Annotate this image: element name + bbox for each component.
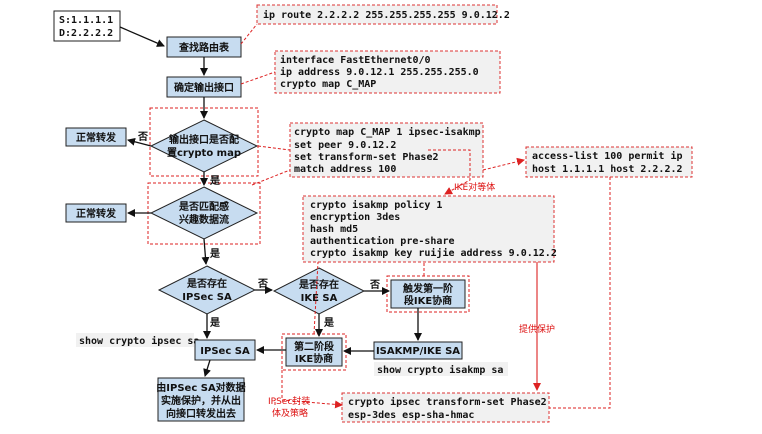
crypto-map-config-line: match address 100 [294, 164, 396, 175]
transform-config-line: esp-3des esp-sha-hmac [348, 410, 474, 421]
final-action-label: 由IPSec SA对数据 [156, 381, 245, 394]
flow-arrow [201, 238, 210, 265]
normal-forward-box-2 [65, 203, 127, 223]
interesting-traffic-decision [149, 186, 259, 240]
yes-label: 是 [323, 317, 334, 329]
show-isakmp-bg [374, 362, 508, 376]
flow-arrow [203, 359, 211, 377]
trigger-phase1-box [390, 279, 466, 309]
interface-config-line: crypto map C_MAP [280, 79, 376, 90]
normal-forward-label-2: 正常转发 [76, 207, 117, 220]
isakmp-config-line: crypto isakmp key ruijie address 9.0.12.… [310, 247, 557, 259]
config-link [482, 157, 525, 171]
crypto-map-decision [149, 119, 259, 173]
config-link [428, 149, 471, 195]
acl-config-line: access-list 100 permit ip [532, 150, 683, 162]
final-action-label: 向接口转发出去 [166, 407, 236, 420]
crypto-map-decision-label: 置crypto map [167, 147, 241, 159]
final-action-label: 实施保护，并从出 [161, 394, 241, 407]
config-link [313, 261, 319, 335]
interface-config-box [274, 50, 501, 94]
phase2-label: 第二阶段 [294, 340, 334, 353]
no-label: 否 [257, 278, 268, 290]
interesting-traffic-decision-label: 是否匹配感 [178, 200, 229, 213]
yes-label: 是 [209, 175, 220, 187]
trigger-phase1-label: 触发第一阶 [402, 282, 454, 295]
acl-config-box [525, 146, 693, 178]
ipsec-sa-decision-label: 是否存在 [186, 277, 227, 290]
lookup-route-label: 查找路由表 [178, 41, 230, 54]
phase2-box [285, 337, 343, 367]
config-link [251, 169, 291, 186]
address-box [53, 10, 121, 42]
crypto-map-config-line: crypto map C_MAP 1 ipsec-isakmp [294, 126, 481, 138]
ipsec-sa-decision-label: IPSec SA [182, 292, 232, 303]
config-link [240, 71, 276, 85]
show-ipsec-bg [76, 333, 194, 347]
phase2-label: IKE协商 [295, 352, 333, 365]
crypto-map-decision-label: 输出接口是否配 [169, 133, 239, 146]
interface-config-line: ip address 9.0.12.1 255.255.255.0 [280, 66, 479, 78]
yes-label: 是 [209, 317, 220, 329]
final-action-box [157, 377, 245, 422]
ike-sa-decision [272, 267, 366, 315]
ipsec-sa-box [194, 339, 256, 361]
config-link [257, 145, 291, 151]
show-ipsec-command: show crypto ipsec sa [79, 335, 199, 347]
crypto-map-config-line: set transform-set Phase2 [294, 152, 439, 163]
normal-forward-box-1 [65, 127, 127, 147]
transform-config-box [341, 392, 550, 423]
transform-config-line: crypto ipsec transform-set Phase2 [348, 396, 547, 408]
no-label: 否 [137, 131, 148, 143]
config-link [281, 370, 343, 409]
encap-policy-annotation: 体及策略 [272, 407, 308, 419]
isakmp-config-line: authentication pre-share [310, 235, 455, 247]
normal-forward-label-1: 正常转发 [76, 131, 117, 144]
ike-peer-annotation: IKE对等体 [454, 181, 495, 193]
isakmp-config-line: hash md5 [310, 224, 358, 235]
route-config-box [256, 4, 498, 25]
crypto-map-config-line: set peer 9.0.12.2 [294, 140, 396, 151]
ipsec-sa-decision [157, 265, 257, 315]
ike-sa-decision-label: 是否存在 [298, 278, 339, 291]
isakmp-sa-label: ISAKMP/IKE SA [376, 346, 460, 357]
flow-arrow [119, 26, 165, 47]
interface-config-line: interface FastEthernet0/0 [280, 54, 431, 66]
route-config-line: ip route 2.2.2.2 255.255.255.255 9.0.12.… [263, 9, 510, 21]
destination-address: D:2.2.2.2 [59, 28, 113, 39]
encap-policy-annotation: IPSec封装 [268, 395, 310, 407]
source-address: S:1.1.1.1 [59, 15, 113, 26]
isakmp-config-box [302, 195, 555, 263]
show-isakmp-command: show crypto isakmp sa [377, 364, 503, 376]
isakmp-config-line: encryption 3des [310, 211, 400, 223]
interesting-traffic-decision-label: 兴趣数据流 [179, 213, 229, 226]
flow-arrow [127, 137, 152, 147]
ike-sa-decision-label: IKE SA [301, 293, 338, 304]
yes-label: 是 [209, 248, 220, 260]
protection-annotation: 提供保护 [519, 323, 555, 335]
acl-config-line: host 1.1.1.1 host 2.2.2.2 [532, 164, 683, 175]
ipsec-sa-label: IPSec SA [200, 346, 250, 357]
determine-interface-label: 确定输出接口 [174, 81, 234, 94]
trigger-phase1-label: 段IKE协商 [404, 294, 452, 307]
no-label: 否 [369, 279, 380, 291]
isakmp-config-line: crypto isakmp policy 1 [310, 199, 442, 211]
config-link [549, 177, 611, 409]
config-link [240, 23, 258, 45]
